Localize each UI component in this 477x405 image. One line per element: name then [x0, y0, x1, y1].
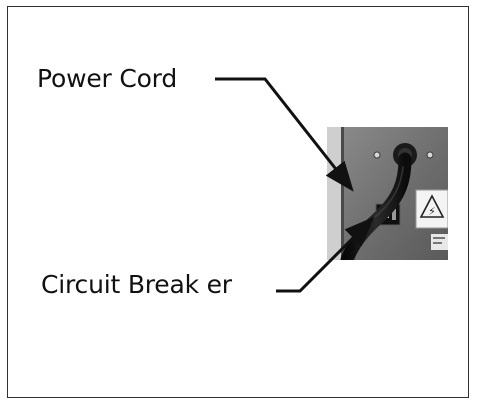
panel-edge-shadow	[341, 127, 344, 260]
equipment-rear-panel-photo: ⚡	[327, 127, 448, 260]
circuit-breaker-contacts	[392, 209, 396, 220]
warning-triangle-icon	[419, 194, 445, 218]
power-cord-highlight	[374, 166, 404, 218]
power-cord-label: Power Cord	[37, 64, 177, 93]
housing-edge	[327, 127, 343, 260]
warning-bolt-icon: ⚡	[428, 205, 436, 218]
screw-icon	[426, 151, 434, 159]
circuit-breaker-label: Circuit Break er	[41, 270, 232, 299]
label-sticker-line	[433, 242, 442, 244]
label-sticker-line	[433, 237, 445, 239]
screw-icon	[373, 151, 381, 159]
